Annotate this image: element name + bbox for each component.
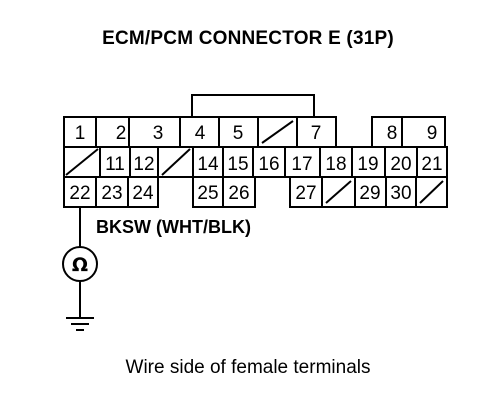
pin-5: 5 bbox=[233, 123, 244, 144]
pin-11: 11 bbox=[105, 154, 125, 175]
pin-row-2-labels: 11 12 14 15 16 17 18 19 20 21 bbox=[105, 154, 442, 175]
pin-7: 7 bbox=[311, 123, 322, 144]
pin-29: 29 bbox=[359, 183, 380, 204]
pin-15: 15 bbox=[227, 154, 248, 175]
pin-1: 1 bbox=[75, 123, 86, 144]
pin-row-1-labels: 1 2 3 4 5 7 8 9 bbox=[75, 123, 438, 144]
pin-24: 24 bbox=[132, 183, 154, 204]
connector-title: ECM/PCM CONNECTOR E (31P) bbox=[102, 28, 394, 49]
wire-label: BKSW (WHT/BLK) bbox=[96, 217, 251, 237]
connector-lock-tab bbox=[191, 94, 315, 117]
pin-2: 2 bbox=[116, 123, 127, 144]
pin-row-3-labels: 22 23 24 25 26 27 29 30 bbox=[69, 183, 411, 204]
ohmmeter-circuit bbox=[62, 207, 98, 331]
diagram-caption: Wire side of female terminals bbox=[125, 357, 371, 378]
pin-12: 12 bbox=[133, 154, 154, 175]
pin-16: 16 bbox=[258, 154, 279, 175]
ohm-icon: Ω bbox=[72, 254, 88, 276]
pin-8: 8 bbox=[387, 123, 398, 144]
pin-17: 17 bbox=[291, 154, 312, 175]
pin-3: 3 bbox=[153, 123, 164, 144]
pin-21: 21 bbox=[421, 154, 442, 175]
pin-26: 26 bbox=[228, 183, 249, 204]
pin-22: 22 bbox=[69, 183, 90, 204]
pin-27: 27 bbox=[295, 183, 316, 204]
pin-23: 23 bbox=[101, 183, 122, 204]
pin-9: 9 bbox=[427, 123, 438, 144]
pin-14: 14 bbox=[197, 154, 219, 175]
pin-19: 19 bbox=[357, 154, 378, 175]
pin-25: 25 bbox=[197, 183, 218, 204]
pin-row-3 bbox=[63, 176, 448, 208]
pin-20: 20 bbox=[390, 154, 411, 175]
pin-18: 18 bbox=[325, 154, 346, 175]
pin-4: 4 bbox=[195, 123, 206, 144]
pin-30: 30 bbox=[390, 183, 411, 204]
